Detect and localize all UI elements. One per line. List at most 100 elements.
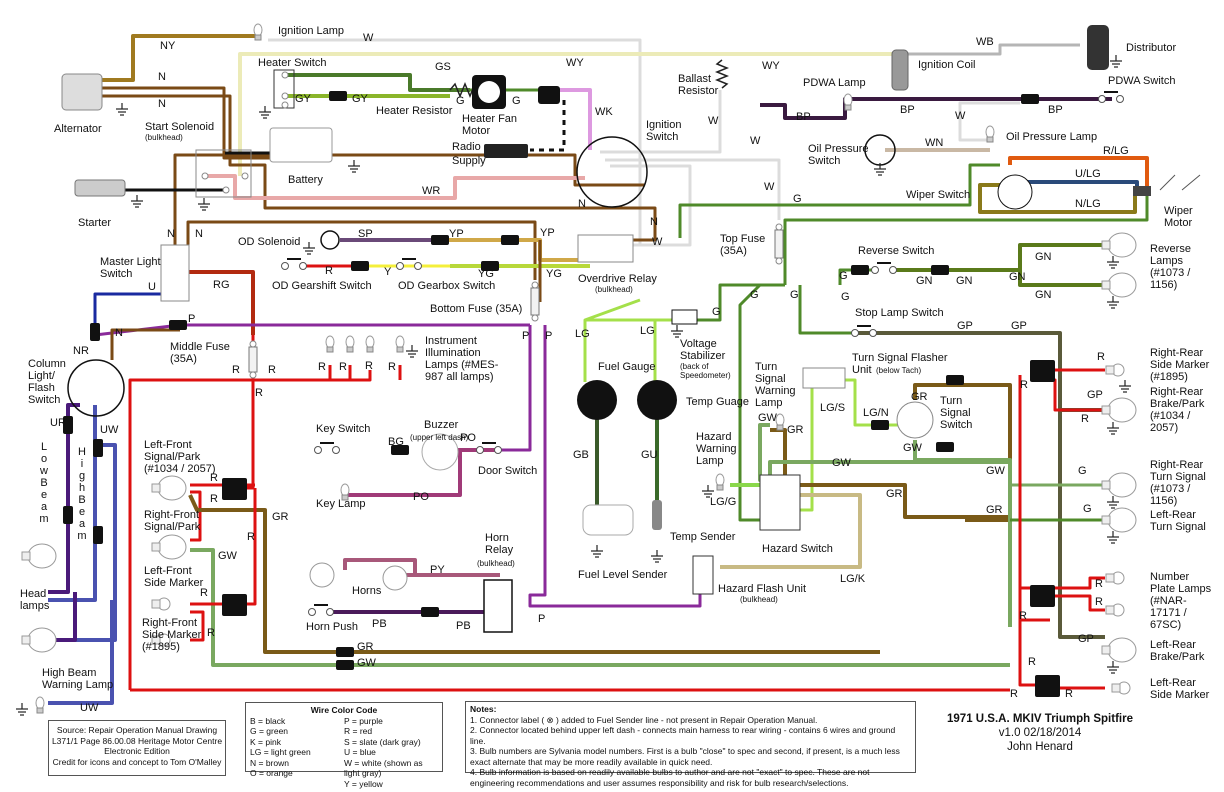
headlamp-icon [21, 627, 57, 653]
switch-icon [476, 442, 502, 454]
bulb-glass [1107, 272, 1137, 298]
component-label-alternator: Alternator [54, 123, 102, 135]
od-solenoid-icon [320, 230, 340, 250]
fuse-terminal [531, 281, 539, 289]
radio-plug-icon [538, 86, 560, 104]
switch-icon [314, 442, 340, 454]
lamp-glass [985, 125, 995, 139]
wire-label: NY [160, 40, 176, 52]
component-label-high-beam-lamp-2: Warning Lamp [42, 679, 113, 691]
fuel-gauge-icon [577, 380, 617, 420]
wire-label: W [652, 236, 663, 248]
wire-gw [190, 548, 1010, 667]
wire-r [190, 488, 257, 606]
ground-icon [406, 345, 418, 358]
note-item: 2. Connector located behind upper left d… [470, 725, 896, 746]
wire-label: R [318, 361, 326, 373]
turn-signal-lamp-icon [1101, 472, 1137, 498]
multi-connector [222, 594, 247, 616]
wire-po [345, 450, 462, 497]
switch-icon [396, 258, 422, 270]
wire-label: RG [213, 279, 230, 291]
bulb-base [1101, 240, 1111, 250]
wire-label: GP [1087, 389, 1103, 401]
fuse-icon [248, 340, 258, 379]
component-label-ballast-resistor-2: Resistor [678, 85, 719, 97]
ground-icon [1107, 531, 1119, 544]
component-label-turn-warning-1: Turn [755, 361, 777, 373]
bulb-glass [1107, 472, 1137, 498]
component-label-hazard-lamp-3: Lamp [696, 455, 724, 467]
component-label-reverse-lamps-3: (#1073 / [1150, 267, 1191, 279]
ballast-resistor-icon [714, 59, 730, 89]
vertical-label-char: a [79, 518, 86, 530]
wire-label: GW [986, 465, 1006, 477]
wire-uw [48, 443, 117, 642]
hazard-switch-box [759, 474, 801, 531]
component-label-hazard-flash-note: (bulkhead) [740, 595, 778, 604]
component-label-rr-marker-1: Right-Rear [1150, 347, 1204, 359]
bulb-base [1105, 605, 1115, 615]
lamp-base [346, 346, 354, 353]
component-label-column-switch-2: Light/ [28, 370, 56, 382]
wire-label: LG [575, 328, 590, 340]
component-label-plate-4: 17171 / [1150, 607, 1188, 619]
component-label-turn-warning-4: Lamp [755, 397, 783, 409]
wire-label: W [955, 110, 966, 122]
wire-gr [913, 383, 1012, 522]
vertical-label-char: B [40, 477, 47, 489]
wire-label: N [167, 228, 175, 240]
wire-label: W [708, 115, 719, 127]
component-label-flasher-unit-1: Turn Signal Flasher [852, 352, 948, 364]
color-code-entry: N = brown [250, 757, 289, 768]
ground-icon [1107, 496, 1119, 509]
switch-icon [851, 325, 877, 337]
multi-connector [1030, 360, 1055, 382]
wire-label: N [115, 327, 123, 339]
wire-label: R [210, 493, 218, 505]
horn-icon [382, 565, 408, 591]
switch-contact [869, 329, 877, 337]
wire-p [528, 325, 702, 608]
radio-supply-icon [484, 144, 528, 158]
component-label-ignition-switch-2: Switch [646, 131, 678, 143]
component-label-rf-signal-2: Signal/Park [144, 521, 201, 533]
wire-connector [481, 261, 499, 271]
component-label-reverse-lamps-1: Reverse [1150, 243, 1191, 255]
component-label-horn-relay-3: (bulkhead) [477, 559, 515, 568]
component-label-lr-marker-2: Side Marker [1150, 689, 1210, 701]
ground-icon [671, 325, 683, 338]
color-code-entry: R = red [344, 726, 373, 736]
vertical-label-char: h [79, 482, 85, 494]
ground-icon [1107, 256, 1119, 269]
wire-label: R [1019, 610, 1027, 622]
component-label-plate-2: Plate Lamps [1150, 583, 1212, 595]
wire-label: GR [272, 511, 289, 523]
wire-label: WY [762, 60, 780, 72]
wire-w [605, 158, 781, 220]
wire-uw [48, 405, 97, 602]
component-label-head-lamps-2: lamps [20, 600, 50, 612]
component-label-turn-warning-2: Signal [755, 373, 786, 385]
component-label-heater-resistor: Heater Resistor [376, 105, 453, 117]
wire-connector [946, 375, 964, 385]
wire-label: R [1065, 688, 1073, 700]
wire-label: G [841, 291, 850, 303]
component-label-key-switch: Key Switch [316, 423, 370, 435]
wire-label: G [512, 95, 521, 107]
wire-label: G [456, 95, 465, 107]
bulb-base [21, 635, 31, 645]
component-label-rr-marker-3: (#1895) [1150, 371, 1188, 383]
color-code-entry: LG = light green [250, 747, 311, 757]
component-label-head-lamps-1: Head [20, 588, 46, 600]
switch-contact [414, 262, 422, 270]
fuse-body [530, 287, 540, 316]
wire-label: W [363, 32, 374, 44]
component-label-hazard-switch: Hazard Switch [762, 543, 833, 555]
turn-signal-switch-icon [896, 401, 934, 439]
wire-label: GW [357, 657, 377, 669]
wiper-motor-icon [1133, 186, 1151, 196]
component-label-lr-brake-2: Brake/Park [1150, 651, 1205, 663]
bulb-base [21, 551, 31, 561]
